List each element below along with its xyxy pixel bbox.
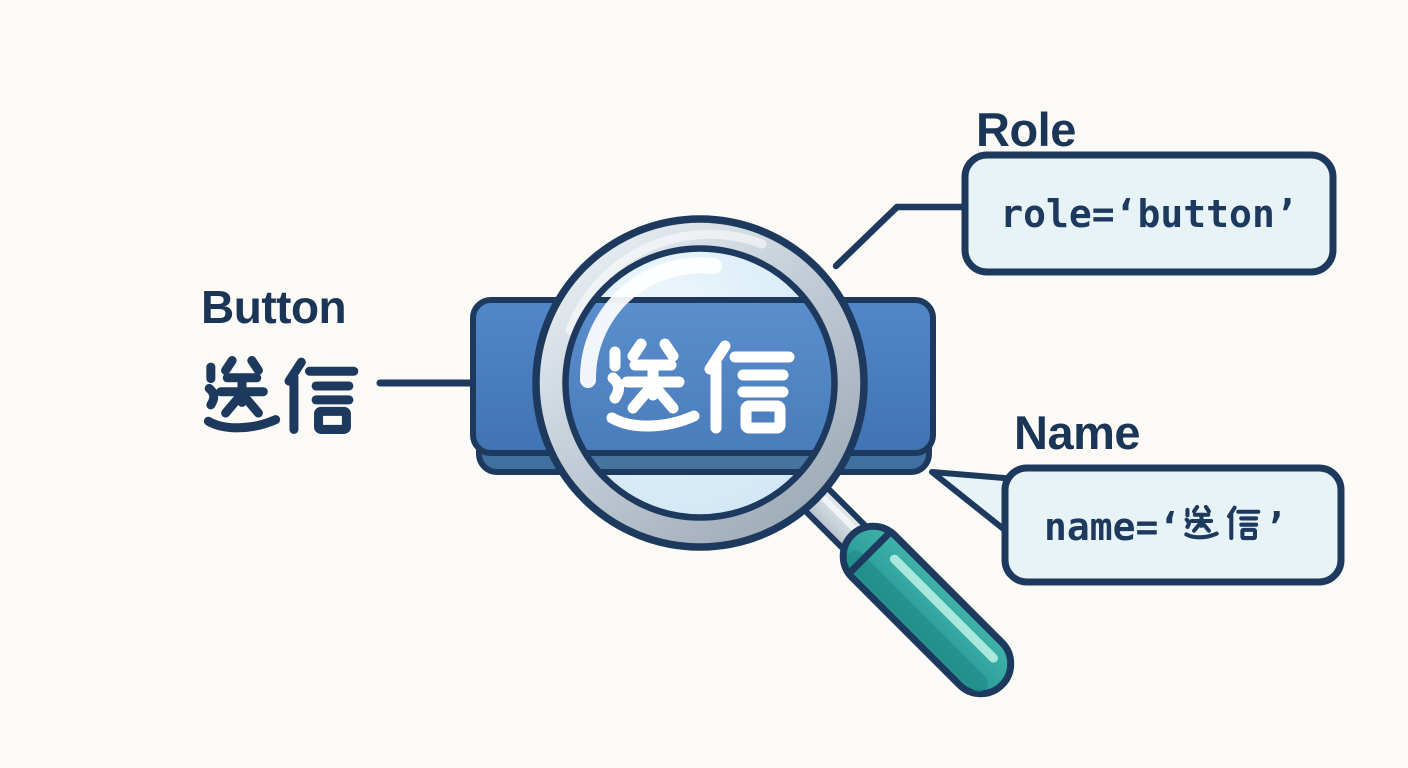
name-heading: Name	[1014, 406, 1140, 459]
button-external-kanji	[208, 361, 353, 430]
role-code-text: role=‘button’	[1000, 192, 1297, 236]
role-connector-line	[832, 203, 967, 270]
name-annotation: Name name=‘ ’	[1001, 406, 1345, 586]
name-code-text: name=‘ ’	[1044, 505, 1287, 549]
magnifying-glass	[532, 215, 1015, 698]
role-code-box	[961, 151, 1337, 276]
button-label-group: Button	[201, 281, 354, 429]
name-code-box	[1001, 464, 1345, 586]
name-code-prefix: name=‘	[1044, 505, 1181, 549]
button-heading: Button	[201, 281, 346, 333]
name-code-suffix: ’	[1264, 505, 1287, 549]
lens-highlight	[579, 257, 722, 388]
role-heading: Role	[976, 103, 1076, 156]
role-annotation: Role role=‘button’	[961, 103, 1337, 276]
lens-rim	[532, 215, 868, 551]
handle-highlight	[889, 554, 998, 663]
handle-grip	[839, 522, 1015, 698]
